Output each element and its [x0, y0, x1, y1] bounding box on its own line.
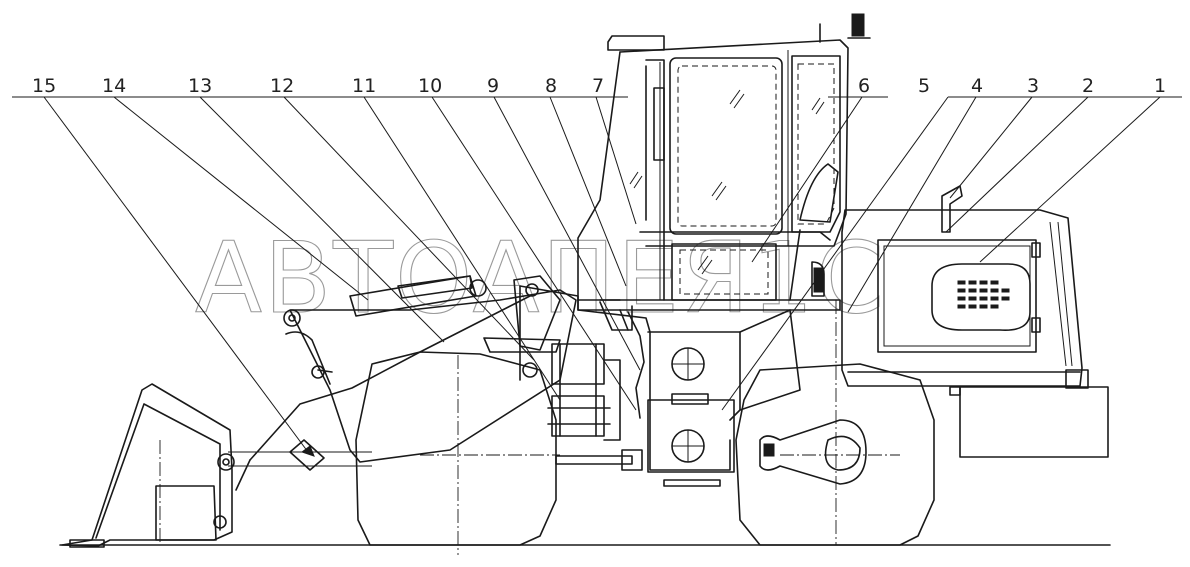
callout-4: 4	[971, 75, 983, 97]
rear-counterweight	[949, 386, 1109, 458]
rear-wheel	[735, 300, 935, 546]
callout-6: 6	[858, 75, 870, 97]
callout-3: 3	[1027, 75, 1039, 97]
callout-14: 14	[102, 75, 126, 97]
callout-labels: 1 2 3 4 5 6 7 8 9 10 11 12 13 14 15	[32, 75, 1166, 97]
engine-side-door	[877, 239, 1041, 353]
callout-7: 7	[592, 75, 604, 97]
callout-11: 11	[352, 75, 376, 97]
callout-13: 13	[188, 75, 212, 97]
leader-lines	[12, 96, 1182, 453]
exhaust-pipe	[941, 185, 963, 233]
tilt-cylinder	[283, 275, 487, 379]
watermark-text: ABTOAПEЯ1C	[195, 222, 886, 336]
callout-12: 12	[270, 75, 294, 97]
hydraulic-lines	[547, 301, 645, 471]
bucket	[61, 383, 235, 548]
lift-arm	[228, 289, 577, 491]
bellcrank	[513, 275, 561, 378]
callout-1: 1	[1154, 75, 1166, 97]
callout-5: 5	[918, 75, 930, 97]
front-wheel	[355, 351, 560, 555]
callout-2: 2	[1082, 75, 1094, 97]
callout-15: 15	[32, 75, 56, 97]
callout-8: 8	[545, 75, 557, 97]
seat	[799, 163, 839, 223]
callout-10: 10	[418, 75, 442, 97]
cab	[577, 13, 871, 311]
callout-9: 9	[487, 75, 499, 97]
engine-hood	[841, 209, 1089, 389]
